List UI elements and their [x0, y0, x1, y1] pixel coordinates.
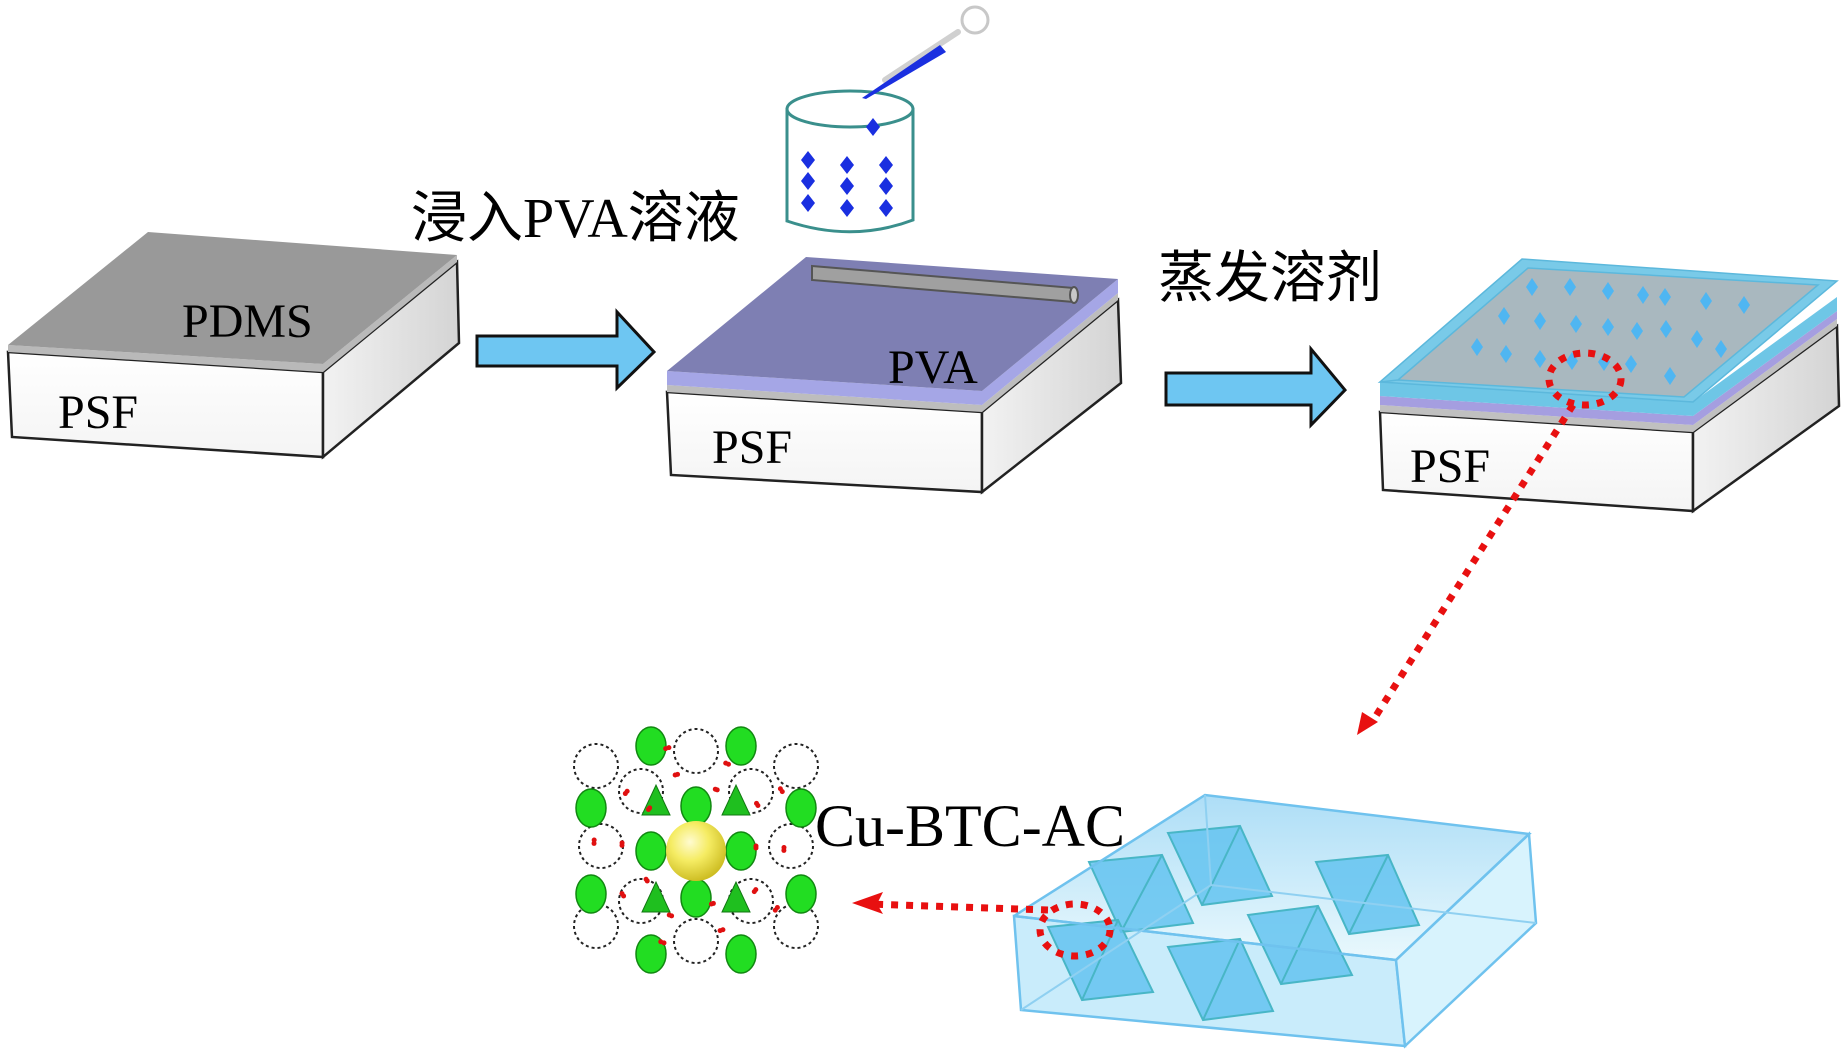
callout-dotted-line: [1369, 403, 1576, 724]
arrow-head-icon: [1357, 712, 1378, 735]
pdms-top-surface: [8, 232, 457, 364]
pdms-label: PDMS: [182, 295, 313, 348]
composite-rim: [1377, 258, 1839, 403]
zoom-callout-1: [1357, 349, 1625, 735]
process-arrow-1: 浸入PVA溶液: [411, 188, 740, 392]
mof-label: Cu-BTC-AC: [815, 793, 1125, 859]
callout-dotted-line: [867, 900, 1049, 914]
psf-label-step3: PSF: [1410, 440, 1490, 493]
step-label-evaporate: 蒸发溶剂: [1158, 248, 1382, 310]
mof-particles: [1471, 278, 1750, 385]
mof-particles-in-pva-icon: [1012, 793, 1538, 1049]
right-arrow-icon: [1164, 344, 1348, 429]
pdms-edge: [1380, 319, 1837, 432]
step-label-immerse: 浸入PVA溶液: [411, 188, 740, 250]
right-arrow-icon: [475, 308, 657, 392]
arrow-head-icon: [852, 892, 883, 914]
membrane-step1: PDMS PSF: [6, 232, 461, 460]
composite-frame-edge: [1380, 297, 1837, 416]
pore-sphere: [666, 821, 726, 881]
psf-label-step1: PSF: [58, 386, 138, 439]
zoom-callout-2: [852, 892, 1114, 960]
cu-btc-framework-icon: [573, 726, 819, 974]
beaker-with-dropper-icon: [785, 5, 990, 234]
solution-drops: [801, 118, 893, 217]
callout-circle: [1545, 349, 1625, 409]
pva-label: PVA: [888, 341, 978, 394]
psf-side-face: [1691, 323, 1841, 514]
callout-circle: [1036, 900, 1114, 960]
rod-roller-icon: [811, 264, 1079, 304]
process-arrow-2: 蒸发溶剂: [1158, 248, 1382, 429]
membrane-step2: PVA PSF: [665, 257, 1123, 495]
pva-edge: [667, 279, 1118, 405]
pva-edge: [1380, 311, 1837, 425]
psf-label-step2: PSF: [712, 421, 792, 474]
membrane-step3: PSF: [1377, 258, 1841, 514]
